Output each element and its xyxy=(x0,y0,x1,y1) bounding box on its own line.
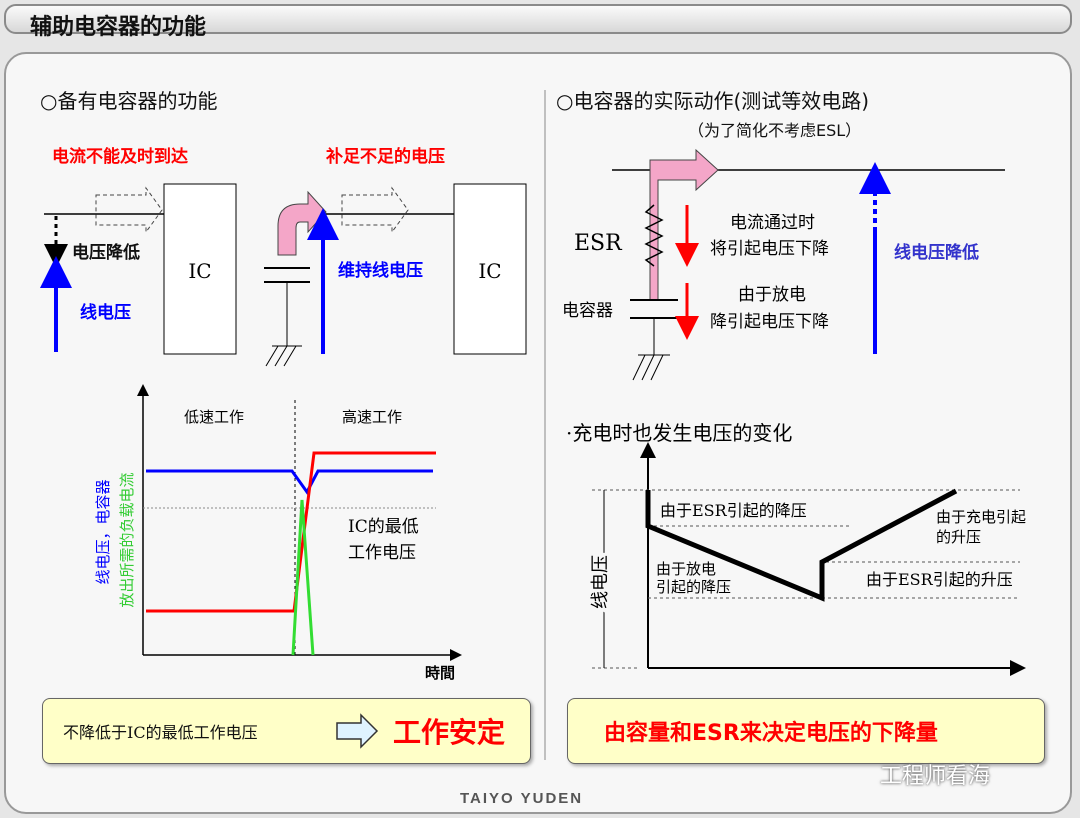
dashed-supply-arrow xyxy=(341,186,409,234)
page-title: 辅助电容器的功能 xyxy=(30,15,207,40)
discharge-label-1: 由于放电 xyxy=(738,285,806,305)
ground-hatch-3 xyxy=(283,345,297,367)
pink-current-arrow xyxy=(649,148,719,301)
right-y-label: 线电压 xyxy=(590,555,611,609)
right-summary-box: 由容量和ESR来决定电压的下降量 xyxy=(567,698,1045,764)
current-label-1: 电流通过时 xyxy=(730,213,815,233)
r-ground-hatch-3 xyxy=(650,354,664,381)
esr-resistor xyxy=(644,204,664,267)
red-label-current: 电流不能及时到达 xyxy=(52,146,188,167)
voltage-trace xyxy=(645,488,958,602)
current-label-2: 将引起电压下降 xyxy=(710,239,829,259)
watermark-text: 工程师看海 xyxy=(880,763,991,788)
discharge-label-2: 降引起电压下降 xyxy=(710,312,829,332)
left-heading: ○备有电容器的功能 xyxy=(40,89,217,113)
esr-label: ESR xyxy=(574,231,623,256)
high-speed-label: 高速工作 xyxy=(342,408,402,426)
dashed-current-arrow xyxy=(95,186,163,234)
pink-supply-arrow xyxy=(277,190,327,256)
min-voltage-label-2: 工作电压 xyxy=(348,543,416,563)
y-label-green: 放出所需的负载电流 xyxy=(118,472,136,607)
left-summary-box: 不降低于IC的最低工作电压 工作安定 xyxy=(42,698,531,764)
ic-label-2: IC xyxy=(478,259,501,283)
right-subheading: （为了简化不考虑ESL） xyxy=(688,121,861,140)
graph-discharge-1: 由于放电 xyxy=(656,560,716,578)
line-voltage-trace xyxy=(146,469,433,495)
title-bar: 辅助电容器的功能 xyxy=(4,4,1072,40)
content-panel xyxy=(4,52,1072,814)
line-voltage-label: 线电压 xyxy=(80,302,131,323)
load-current-trace xyxy=(291,499,315,656)
r-ground-hatch-2 xyxy=(641,354,655,381)
left-summary-text: 不降低于IC的最低工作电压 xyxy=(63,723,258,742)
ic-label-1: IC xyxy=(188,259,211,283)
ground-hatch-2 xyxy=(274,345,288,367)
r-ground-hatch-1 xyxy=(632,354,646,381)
brand-logo: TAIYO YUDEN xyxy=(460,790,584,807)
right-summary-text: 由容量和ESR来决定电压的下降量 xyxy=(604,721,938,746)
charge-rise-2: 的升压 xyxy=(936,528,981,546)
voltage-drop-label: 电压降低 xyxy=(72,242,140,263)
ground-hatch-1 xyxy=(265,345,279,367)
capacitor-label: 电容器 xyxy=(562,301,613,321)
low-speed-label: 低速工作 xyxy=(184,408,244,426)
right-heading: ○电容器的实际动作(测试等效电路) xyxy=(556,89,869,113)
maintain-voltage-label: 维持线电压 xyxy=(338,260,423,281)
time-label: 時間 xyxy=(425,664,455,682)
ic-box-1 xyxy=(163,183,237,355)
graph-discharge-2: 引起的降压 xyxy=(656,578,731,596)
left-summary-result: 工作安定 xyxy=(393,716,506,749)
summary-arrow-icon xyxy=(336,713,379,749)
esr-drop-label: 由于ESR引起的降压 xyxy=(660,501,807,520)
esr-rise-label: 由于ESR引起的升压 xyxy=(866,570,1013,589)
ic-box-2 xyxy=(453,183,527,355)
line-drop-label: 线电压降低 xyxy=(894,242,979,263)
charge-heading: ·充电时也发生电压的变化 xyxy=(566,421,792,445)
min-voltage-label-1: IC的最低 xyxy=(348,517,419,537)
y-label-blue: 线电压，电容器 xyxy=(94,479,112,584)
charge-rise-1: 由于充电引起 xyxy=(936,508,1026,526)
red-label-supply: 补足不足的电压 xyxy=(325,146,445,167)
